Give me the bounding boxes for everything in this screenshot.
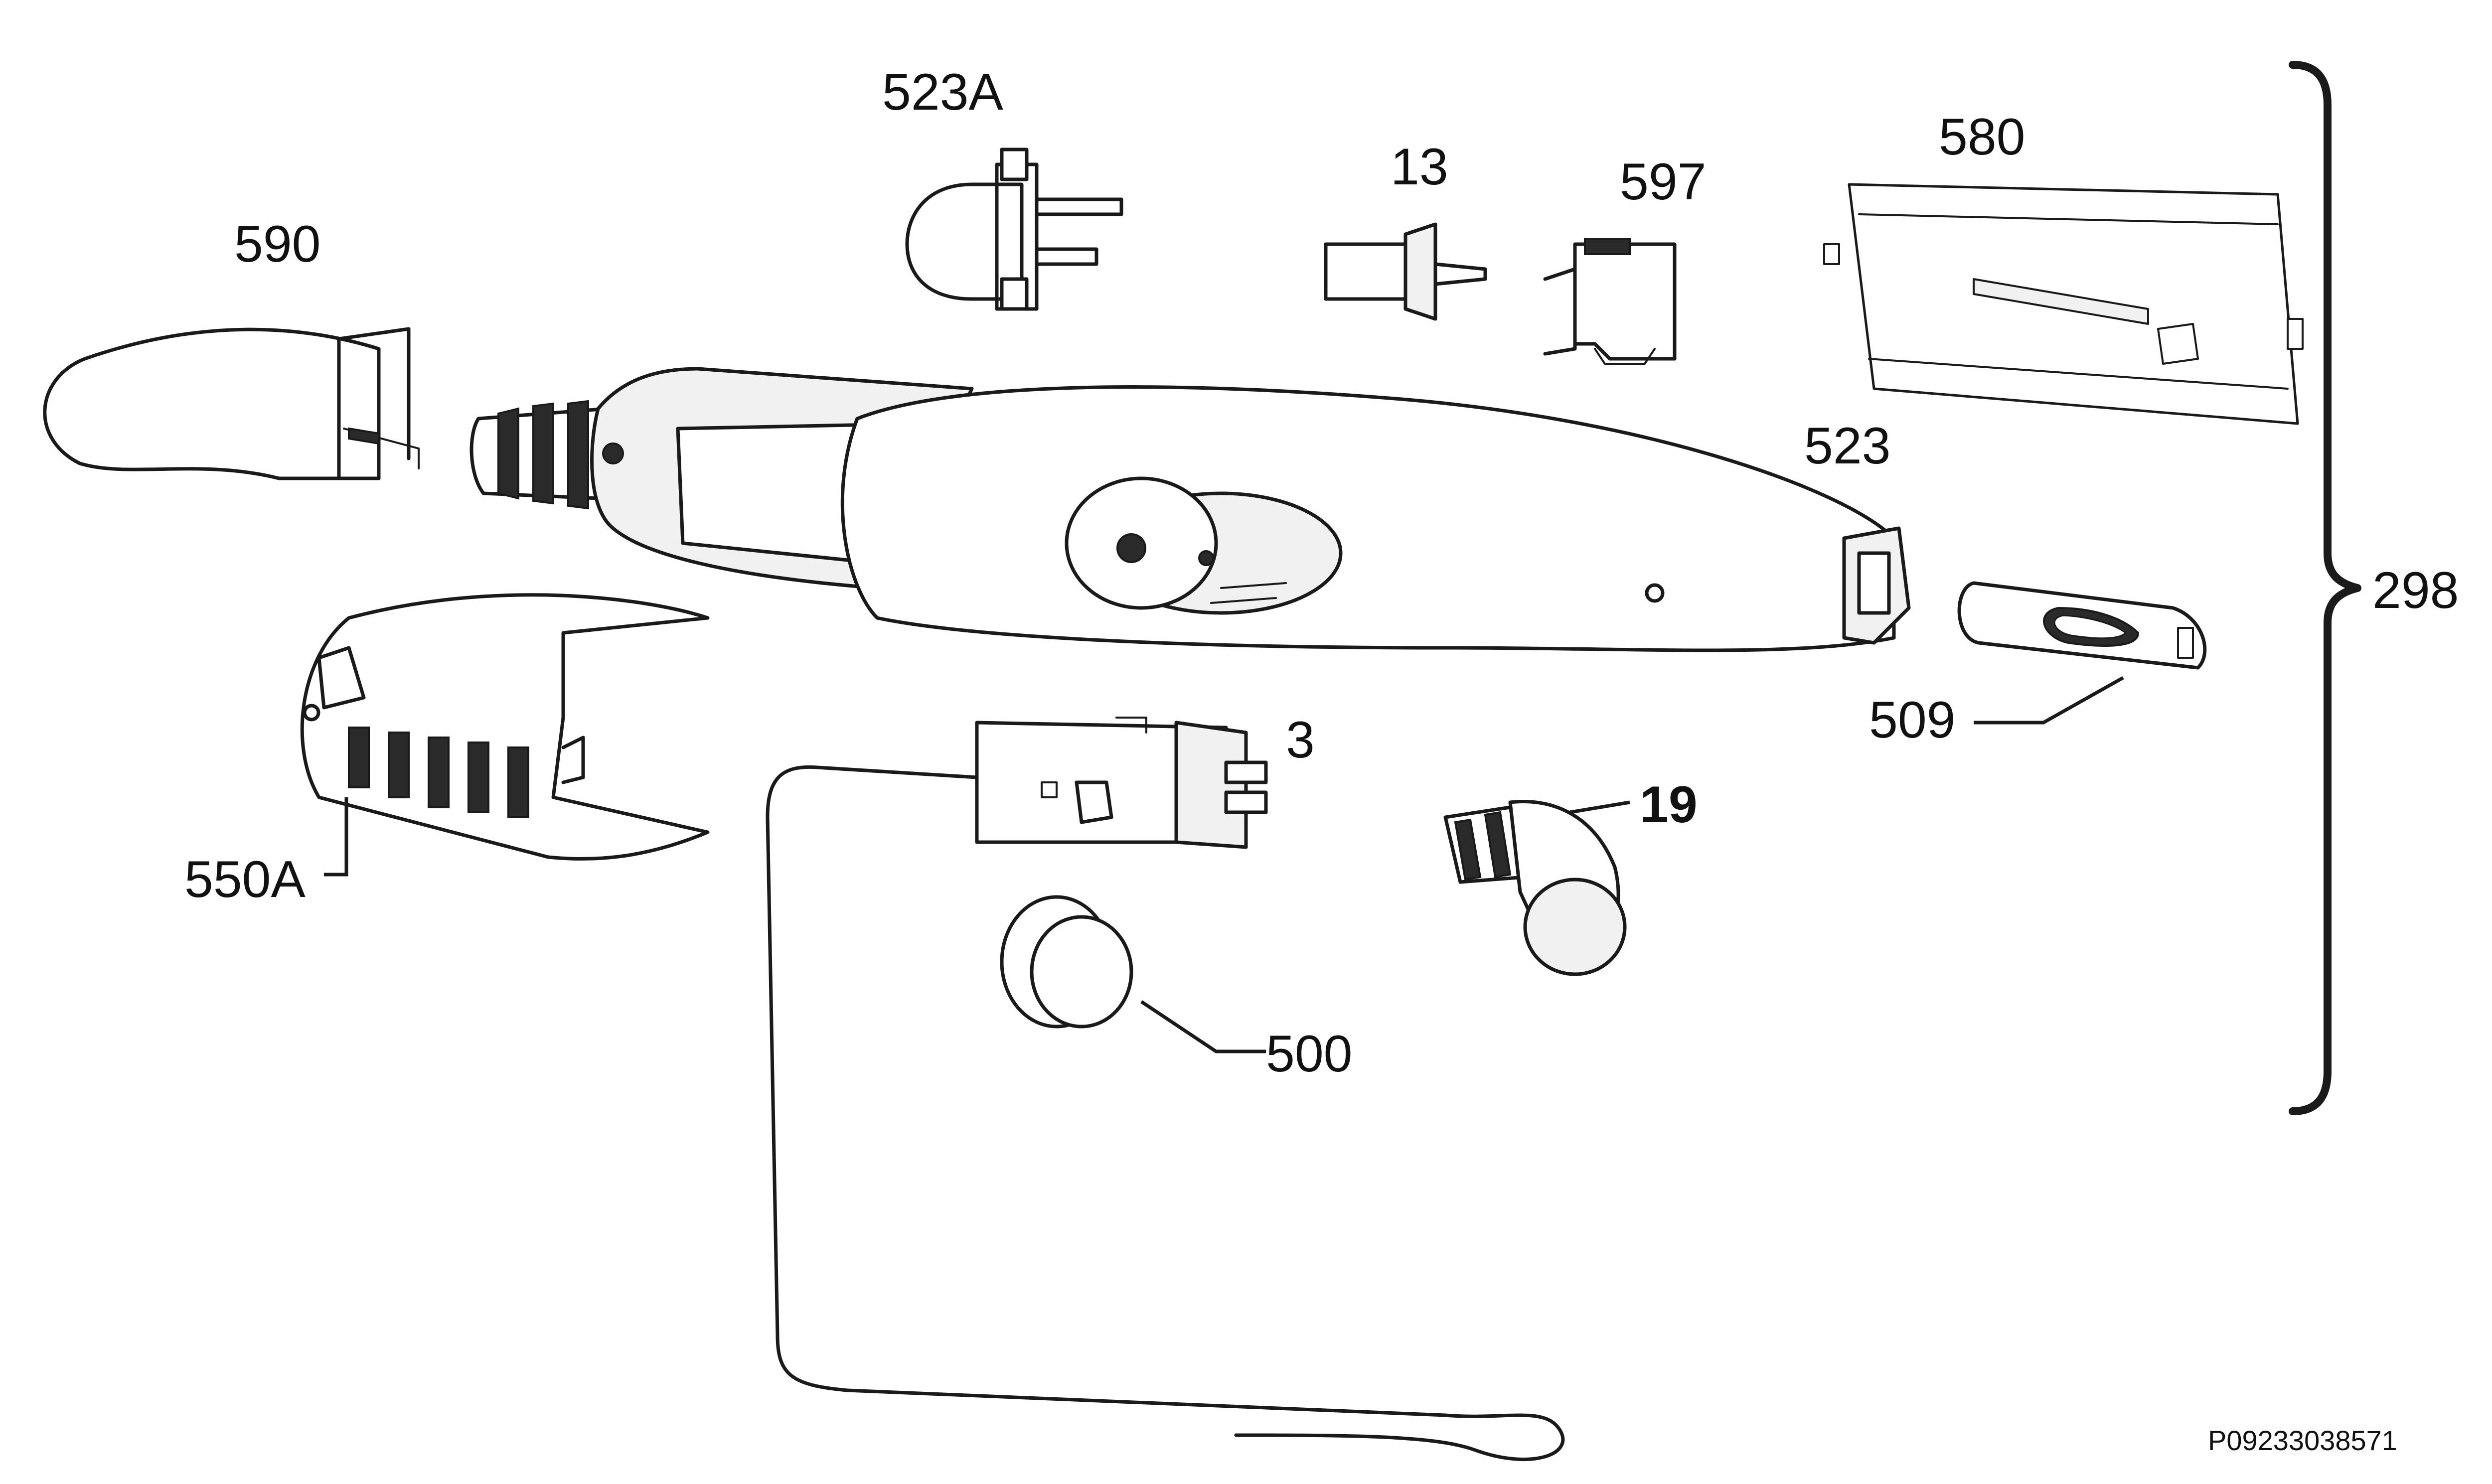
label-523a: 523A [882, 63, 1004, 121]
part-298-main-housing [469, 367, 1911, 652]
part-550a-lamp-cover [300, 593, 710, 861]
part-3-thermostat [975, 717, 1268, 849]
label-13: 13 [1391, 138, 1448, 196]
part-597-bracket [1543, 238, 1677, 365]
leader-509 [1974, 676, 2124, 725]
label-590: 590 [234, 215, 321, 273]
part-580-cover-plate [1823, 183, 2304, 425]
label-19: 19 [1640, 776, 1698, 834]
leader-19 [1569, 800, 1630, 814]
part-523a-lamp-holder [905, 148, 1123, 311]
label-298: 298 [2372, 562, 2459, 619]
label-597: 597 [1620, 153, 1707, 211]
label-509: 509 [1869, 691, 1956, 749]
part-509-socket [1957, 581, 2207, 670]
assembly-bracket [2289, 61, 2361, 1115]
part-590-front-cap [43, 327, 420, 480]
part-13-switch [1324, 222, 1487, 321]
label-523: 523 [1804, 417, 1891, 475]
capillary-tube [766, 765, 1565, 1461]
label-500: 500 [1266, 1025, 1353, 1083]
label-3: 3 [1286, 711, 1315, 769]
leader-550a [324, 797, 348, 877]
part-500-ring [1000, 895, 1133, 1029]
label-580: 580 [1939, 108, 2025, 166]
reference-code: P09233038571 [2208, 1425, 2397, 1456]
part-19-lamp-bulb [1443, 800, 1627, 976]
leader-500 [1140, 1000, 1266, 1053]
label-550a: 550A [184, 851, 306, 908]
